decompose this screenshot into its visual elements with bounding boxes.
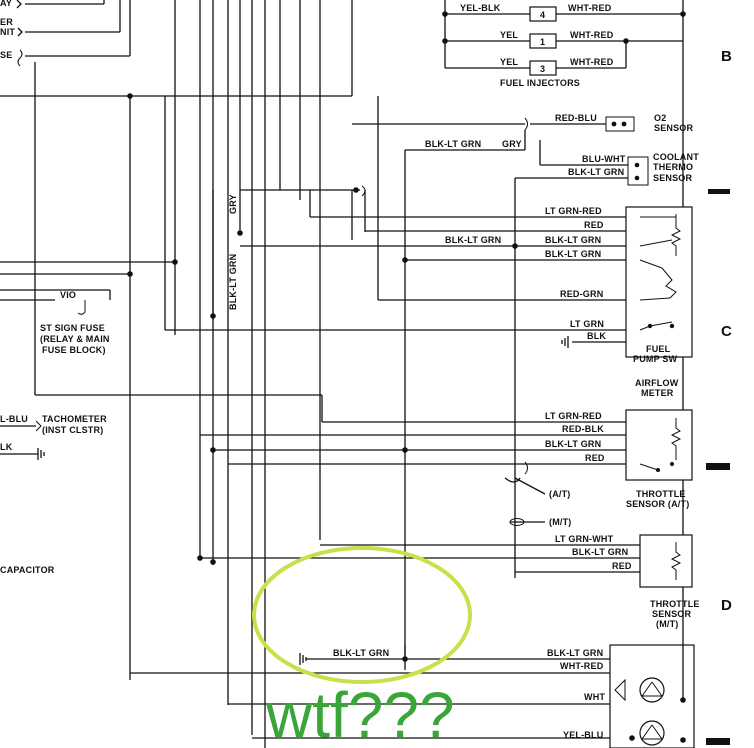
wire-blk-lt-grn-vertical: BLK-LT GRN xyxy=(228,254,238,310)
airflow-meter: LT GRN-RED RED BLK-LT GRN BLK-LT GRN BLK… xyxy=(165,96,693,398)
annotation-text: wtf??? xyxy=(265,679,455,748)
nit-label-fragment: NIT xyxy=(0,27,15,37)
fuel-injectors-label: FUEL INJECTORS xyxy=(500,78,580,88)
coolant-sensor-label-2: THERMO xyxy=(653,162,693,172)
wire-blk-lt-grn-6: BLK-LT GRN xyxy=(545,439,601,449)
throttle-sensor-at-label-2: SENSOR (A/T) xyxy=(626,499,689,509)
injector-4-connector: 4 xyxy=(540,10,545,20)
wire-red-1: RED xyxy=(584,220,604,230)
wire-lt-grn: LT GRN xyxy=(570,319,604,329)
throttle-sensor-mt-label-3: (M/T) xyxy=(656,619,679,629)
injector-1-connector: 1 xyxy=(540,37,545,47)
wire-wht-red-2: WHT-RED xyxy=(570,30,614,40)
capacitor-label: CAPACITOR xyxy=(0,565,55,575)
grid-marker-b: B xyxy=(721,48,732,65)
wire-blk-lt-grn-3: BLK-LT GRN xyxy=(445,235,501,245)
highlight-circle xyxy=(252,546,472,684)
wire-wht-red-4: WHT-RED xyxy=(560,661,604,671)
injector-3-connector: 3 xyxy=(540,64,545,74)
fuse-label-fragment: SE xyxy=(0,50,12,60)
wire-wht-red-3: WHT-RED xyxy=(570,57,614,67)
wire-red-2: RED xyxy=(585,453,605,463)
wire-yel-2: YEL xyxy=(500,57,518,67)
wire-red-3: RED xyxy=(612,561,632,571)
wire-blk-lt-grn-5: BLK-LT GRN xyxy=(545,249,601,259)
airflow-meter-label: AIRFLOW xyxy=(635,378,679,388)
wire-wht-red-1: WHT-RED xyxy=(568,3,612,13)
er-label-fragment: ER xyxy=(0,17,13,27)
grid-marker-c: C xyxy=(721,323,732,340)
wire-lt-grn-wht: LT GRN-WHT xyxy=(555,534,614,544)
throttle-sensor-at-label: THROTTLE xyxy=(636,489,686,499)
tachometer-label: TACHOMETER xyxy=(42,414,107,424)
wire-gry-2: GRY xyxy=(228,194,238,214)
throttle-sensor-mt-label-2: SENSOR xyxy=(652,609,692,619)
wire-lt-grn-red-1: LT GRN-RED xyxy=(545,206,602,216)
wire-wht: WHT xyxy=(584,692,605,702)
wire-red-blk: RED-BLK xyxy=(562,424,604,434)
coolant-sensor-label-3: SENSOR xyxy=(653,173,693,183)
wire-gry-1: GRY xyxy=(502,139,522,149)
relay-label-fragment: AY xyxy=(0,0,12,8)
airflow-meter-label-2: METER xyxy=(641,388,674,398)
coolant-sensor-label: COOLANT xyxy=(653,152,699,162)
wire-lk: LK xyxy=(0,442,13,452)
fuel-pump-sw-label: FUEL xyxy=(646,344,671,354)
wire-yel-blk: YEL-BLK xyxy=(460,3,501,13)
bottom-section: BLK-LT GRN BLK-LT GRN WHT-RED WHT YEL-BL… xyxy=(130,644,695,748)
st-sign-fuse-label-3: FUSE BLOCK) xyxy=(42,345,106,355)
at-branch-tag: (A/T) xyxy=(549,489,571,499)
st-sign-fuse-label: ST SIGN FUSE xyxy=(40,323,105,333)
wire-vio: VIO xyxy=(60,290,76,300)
wire-red-grn: RED-GRN xyxy=(560,289,603,299)
wire-blk-lt-grn-4: BLK-LT GRN xyxy=(545,235,601,245)
wire-lt-grn-red-2: LT GRN-RED xyxy=(545,411,602,421)
wire-blk-lt-grn-7: BLK-LT GRN xyxy=(572,547,628,557)
left-fragments: AY ER NIT SE xyxy=(0,0,23,67)
throttle-sensor-mt: LT GRN-WHT BLK-LT GRN RED THROTTLE SENSO… xyxy=(197,534,699,629)
grid-marker-d: D xyxy=(721,597,732,614)
mt-branch-tag: (M/T) xyxy=(549,517,572,527)
fuel-pump-sw-label-2: PUMP SW xyxy=(633,354,678,364)
wire-blk-lt-grn-2: BLK-LT GRN xyxy=(568,167,624,177)
wire-yel-1: YEL xyxy=(500,30,518,40)
throttle-sensor-at: LT GRN-RED RED-BLK BLK-LT GRN RED THROTT… xyxy=(200,395,693,527)
o2-sensor-label: O2 xyxy=(654,113,666,123)
o2-sensor-label-2: SENSOR xyxy=(654,123,694,133)
tachometer-label-2: (INST CLSTR) xyxy=(42,425,103,435)
st-sign-fuse-label-2: (RELAY & MAIN xyxy=(40,334,110,344)
wire-blu-wht: BLU-WHT xyxy=(582,154,626,164)
wire-yel-blu: YEL-BLU xyxy=(563,730,603,740)
wire-blk-lt-grn-1: BLK-LT GRN xyxy=(425,139,481,149)
wire-blk-1: BLK xyxy=(587,331,606,341)
wire-l-blu: L-BLU xyxy=(0,414,28,424)
wire-red-blu: RED-BLU xyxy=(555,113,597,123)
throttle-sensor-mt-label: THROTTLE xyxy=(650,599,700,609)
wire-blk-lt-grn-9: BLK-LT GRN xyxy=(547,648,603,658)
wire-blk-lt-grn-8: BLK-LT GRN xyxy=(333,648,389,658)
